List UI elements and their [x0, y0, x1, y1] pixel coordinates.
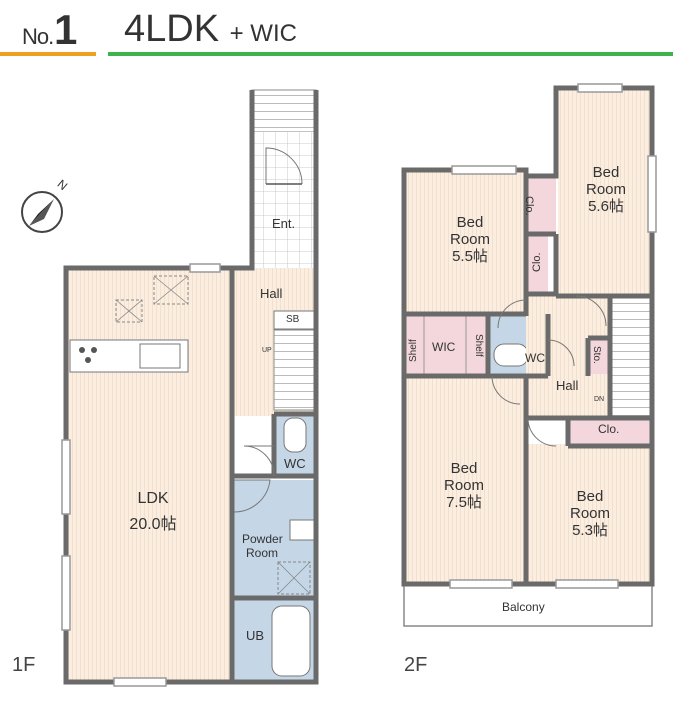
toilet-1f-icon [283, 417, 307, 453]
stairs-2f [611, 297, 653, 419]
bedroom-5-5-floor [404, 172, 526, 312]
plan-layout: 4LDK [124, 8, 220, 50]
closet-a-label: Clo. [523, 196, 535, 216]
room-label-wc-2f: WC [525, 351, 545, 365]
shelf-b-label: Shelf [473, 334, 484, 357]
entrance-steps [251, 89, 317, 133]
room-label-hall-2f: Hall [556, 378, 579, 393]
fridge-space [153, 275, 189, 305]
room-label-powder-line2: Room [246, 546, 279, 560]
bathtub-icon [271, 605, 311, 677]
bedroom-5-6-size: 5.6帖 [588, 198, 624, 215]
floor-label-2f: 2F [404, 654, 428, 676]
room-label-bedroom-5-6: Bed Room 5.6帖 [578, 164, 634, 215]
floor-label-1f: 1F [12, 654, 36, 676]
windows-1f [61, 263, 221, 687]
header: No. 1 4LDK + WIC [0, 0, 673, 60]
washbasin-icon [289, 519, 315, 541]
closet-c-label: Clo. [598, 422, 620, 436]
door-swings-2f [491, 295, 607, 447]
bedroom-5-5-line2: Room [449, 231, 490, 248]
room-label-balcony: Balcony [502, 600, 545, 614]
closet-c-floor [570, 420, 650, 444]
plan-number-prefix: No. [22, 24, 54, 49]
shelf-a-label: Shelf [408, 339, 419, 362]
entrance-tile-floor [252, 132, 316, 268]
plan-layout-extra: + WIC [229, 20, 297, 47]
bedroom-5-6-line1: Bed [592, 164, 620, 181]
header-underline-orange [0, 52, 96, 56]
walls-2f [401, 85, 655, 587]
room-size-ldk: 20.0帖 [129, 516, 177, 533]
wic-floor [404, 316, 488, 376]
stairs-1f [273, 329, 317, 411]
storage-label: Sto. [591, 346, 602, 364]
washer-space [277, 561, 311, 595]
storage-floor [588, 338, 610, 374]
bedroom-7-5-floor [404, 376, 526, 582]
north-compass-icon [21, 191, 63, 233]
room-label-entrance: Ent. [272, 216, 296, 231]
toilet-2f-icon [493, 343, 529, 367]
plan-number: 1 [54, 6, 78, 53]
closet-b-floor [526, 234, 548, 294]
closet-b-label: Clo. [531, 252, 543, 272]
room-label-hall-1f: Hall [260, 286, 283, 301]
balcony-floor [403, 583, 653, 627]
sink-icon [139, 343, 181, 369]
shoe-box-label: SB [286, 314, 300, 325]
floor-2f [401, 83, 657, 627]
entrance-door-icon [265, 147, 303, 185]
stairs-up-label: UP [262, 347, 272, 354]
floor-1f [61, 89, 319, 687]
closet-a-floor [526, 176, 556, 234]
bedroom-5-5-size: 5.5帖 [452, 248, 488, 265]
header-underline-green [108, 52, 673, 56]
windows-2f [449, 83, 657, 589]
bedroom-5-3-line1: Bed [576, 488, 604, 505]
stairs-down-label: DN [594, 396, 605, 403]
wc-1f-door-icon [243, 445, 275, 477]
bedroom-5-5-line1: Bed [456, 214, 484, 231]
bedroom-5-6-floor [558, 90, 652, 294]
room-label-bedroom-7-5: Bed Room 7.5帖 [438, 460, 490, 511]
room-label-bedroom-5-3: Bed Room 5.3帖 [564, 488, 616, 539]
room-label-bedroom-5-5: Bed Room 5.5帖 [444, 214, 496, 265]
room-label-powder-line1: Powder [242, 532, 283, 546]
bedroom-7-5-line2: Room [443, 477, 484, 494]
wic-label: WIC [432, 340, 456, 354]
plan-title: 4LDK + WIC [124, 8, 297, 51]
bedroom-7-5-size: 7.5帖 [446, 494, 482, 511]
room-label-wc-1f: WC [284, 456, 306, 471]
bedroom-5-3-size: 5.3帖 [572, 522, 608, 539]
bedroom-5-6-line2: Room [585, 181, 626, 198]
stove-icon [79, 347, 97, 363]
ldk-floor [66, 270, 232, 680]
room-label-bath: UB [246, 628, 265, 643]
powder-door-icon [233, 479, 271, 513]
bedroom-5-3-floor [528, 444, 652, 582]
room-label-ldk: LDK [137, 490, 169, 507]
bedroom-7-5-line1: Bed [450, 460, 478, 477]
pantry-box [115, 299, 143, 323]
bedroom-5-3-line2: Room [569, 505, 610, 522]
